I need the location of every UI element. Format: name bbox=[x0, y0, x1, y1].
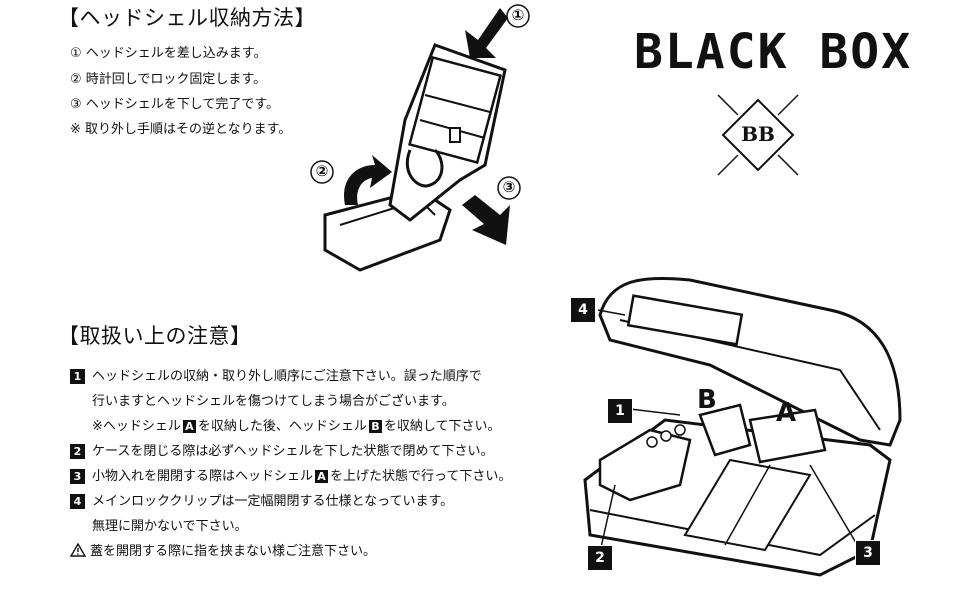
arrow-down-right-icon bbox=[462, 195, 510, 245]
shell-b-badge: B bbox=[368, 420, 382, 433]
case-illustration bbox=[583, 276, 902, 577]
shell-label-b: B bbox=[697, 385, 717, 415]
storage-step-3: ③ ヘッドシェルを下して完了です。 bbox=[70, 97, 280, 112]
figure-label-1: ① bbox=[511, 6, 525, 24]
figure-label-2: ② bbox=[315, 162, 329, 180]
storage-step-2: ② 時計回しでロック固定します。 bbox=[70, 72, 267, 87]
headshell-illustration bbox=[310, 4, 530, 272]
shell-a-badge: A bbox=[182, 420, 196, 433]
caution-num-4: 4 bbox=[70, 494, 85, 509]
caution-4-line2: 無理に開かないで下さい。 bbox=[92, 519, 248, 534]
brand-logo-text: BB bbox=[741, 122, 775, 146]
arrow-down-icon bbox=[465, 8, 508, 58]
figure-label-3: ③ bbox=[502, 178, 516, 196]
caution-item-1: 1 ヘッドシェルの収納・取り外し順序にご注意下さい。誤った順序で bbox=[70, 365, 482, 384]
rotate-clockwise-icon bbox=[344, 155, 392, 205]
shell-a-badge: A bbox=[315, 470, 329, 483]
brand-logo-icon bbox=[717, 94, 799, 176]
caution-num-2: 2 bbox=[70, 444, 85, 459]
caution-warning: 蓋を開閉する際に指を挟まない様ご注意下さい。 bbox=[69, 540, 376, 559]
callout-4: 4 bbox=[570, 297, 596, 323]
warning-triangle-icon bbox=[69, 542, 87, 557]
callout-2: 2 bbox=[587, 545, 613, 571]
caution-num-1: 1 bbox=[70, 369, 85, 384]
shell-label-a: A bbox=[776, 398, 797, 428]
storage-note: ※ 取り外し手順はその逆となります。 bbox=[70, 122, 292, 137]
storage-title: 【ヘッドシェル収納方法】 bbox=[58, 6, 316, 30]
cautions-title: 【取扱い上の注意】 bbox=[58, 324, 252, 348]
lock-clip bbox=[626, 294, 744, 346]
headshell-a bbox=[748, 408, 827, 464]
accessory-compartment bbox=[598, 428, 692, 502]
brand-name: BLACK BOX bbox=[634, 24, 913, 80]
caution-1-line1: ヘッドシェルの収納・取り外し順序にご注意下さい。誤った順序で bbox=[92, 369, 482, 384]
callout-3: 3 bbox=[855, 540, 881, 566]
storage-step-1: ① ヘッドシェルを差し込みます。 bbox=[70, 46, 267, 61]
headshell-b bbox=[698, 403, 752, 457]
caution-1-line2: 行いますとヘッドシェルを傷つけてしまう場合がございます。 bbox=[92, 394, 455, 409]
caution-num-3: 3 bbox=[70, 469, 85, 484]
callout-1: 1 bbox=[607, 398, 633, 424]
